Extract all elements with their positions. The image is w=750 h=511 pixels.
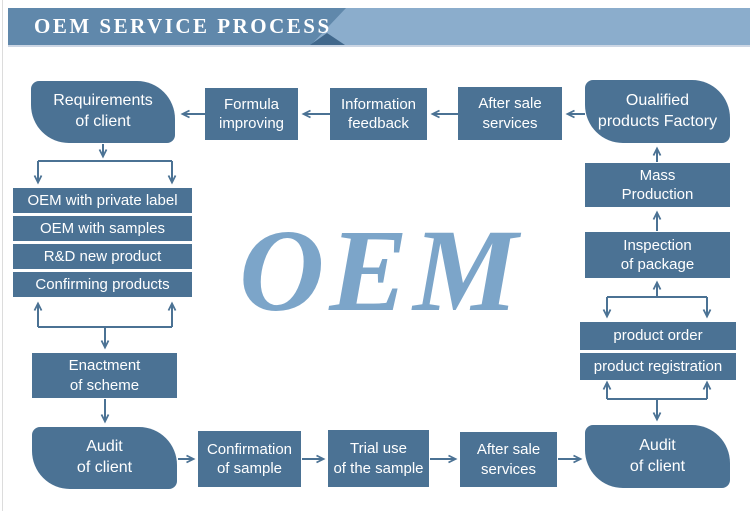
node-enactment-of-scheme: Enactment of scheme [32, 353, 177, 398]
node-requirements-of-client: Requirements of client [31, 81, 175, 143]
node-product-order: product order [580, 322, 736, 350]
node-inspection-of-package: Inspection of package [585, 232, 730, 278]
node-after-sale-services-bottom: After sale services [460, 432, 557, 487]
node-confirmation-of-sample: Confirmation of sample [198, 431, 301, 487]
list-item-oem-with-samples: OEM with samples [13, 216, 192, 241]
node-audit-of-client-right: Audit of client [585, 425, 730, 488]
node-formula-improving: Formula improving [205, 88, 298, 140]
node-trial-use-of-sample: Trial use of the sample [328, 430, 429, 487]
node-after-sale-services-top: After sale services [458, 87, 562, 140]
list-item-confirming-products: Confirming products [13, 272, 192, 297]
list-item-oem-private-label: OEM with private label [13, 188, 192, 213]
header-banner [8, 8, 750, 47]
node-mass-production: Mass Production [585, 163, 730, 207]
oem-watermark: OEM [239, 204, 523, 336]
list-item-rd-new-product: R&D new product [13, 244, 192, 269]
node-qualified-products-factory: Oualified products Factory [585, 80, 730, 143]
node-information-feedback: Information feedback [330, 88, 427, 140]
page-title: OEM SERVICE PROCESS [34, 14, 332, 38]
page-left-border [2, 0, 3, 511]
node-audit-of-client-left: Audit of client [32, 427, 177, 489]
node-product-registration: product registration [580, 353, 736, 380]
